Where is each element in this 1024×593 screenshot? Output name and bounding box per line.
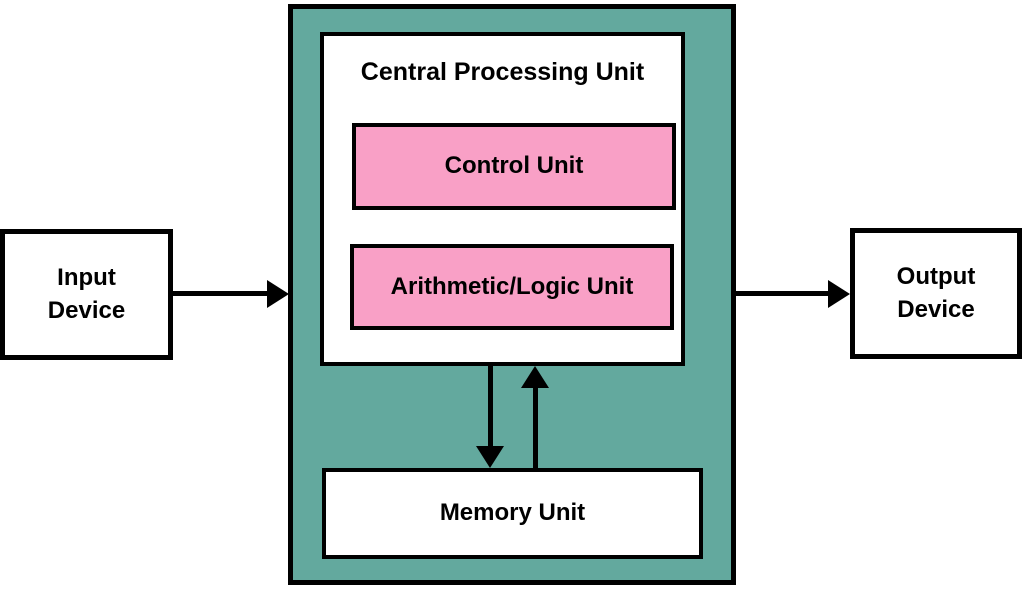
memory-unit-label: Memory Unit xyxy=(439,499,586,527)
alu-label: Arithmetic/Logic Unit xyxy=(390,272,634,300)
output-device-node: Output Device xyxy=(850,228,1022,359)
cpu-title: Central Processing Unit xyxy=(360,58,645,86)
input-device-label: Input Device xyxy=(47,264,126,324)
arrow-shaft xyxy=(173,291,269,296)
arrow-down-icon xyxy=(476,446,504,468)
arrow-up-icon xyxy=(521,366,549,388)
output-device-label: Output Device xyxy=(896,263,976,323)
control-unit-node: Control Unit xyxy=(352,123,676,210)
alu-node: Arithmetic/Logic Unit xyxy=(350,244,674,330)
arrow-right-icon xyxy=(267,280,289,308)
arrow-shaft xyxy=(533,386,538,470)
arrow-shaft xyxy=(736,291,830,296)
arrow-right-icon xyxy=(828,280,850,308)
input-device-node: Input Device xyxy=(0,229,173,360)
arrow-shaft xyxy=(488,364,493,448)
control-unit-label: Control Unit xyxy=(444,152,584,180)
memory-unit-node: Memory Unit xyxy=(322,468,703,559)
